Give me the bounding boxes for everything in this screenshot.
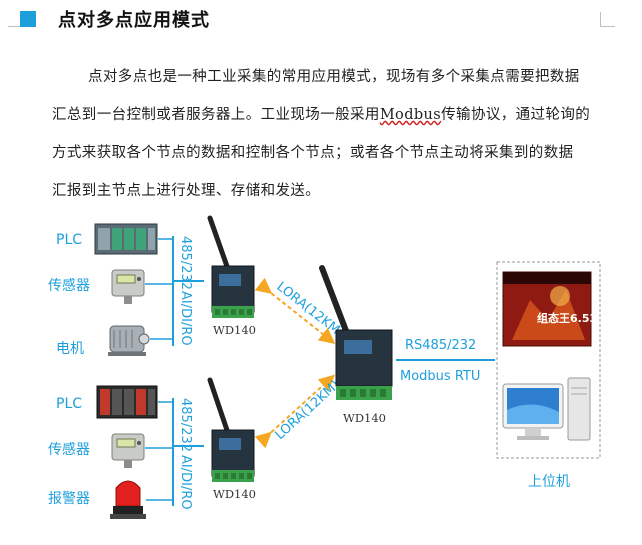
heading-bullet-square xyxy=(20,11,36,27)
bottom-wd140-module xyxy=(207,377,255,482)
top-bus-label-aidiro: AI/DI/RO xyxy=(178,291,193,346)
bottom-plc-icon xyxy=(96,385,158,419)
bottom-lora-link xyxy=(254,374,335,449)
top-motor-icon xyxy=(108,325,150,356)
paragraph-line-2: 汇总到一台控制或者服务器上。工业现场一般采用Modbus传输协议，通过轮询的 xyxy=(52,96,612,134)
top-device-label-sensor: 传感器 xyxy=(48,277,90,294)
top-module-label: WD140 xyxy=(213,323,256,337)
master-antenna-icon xyxy=(319,265,351,339)
section-title: 点对多点应用模式 xyxy=(58,10,210,31)
paragraph-line-3: 方式来获取各个节点的数据和控制各个节点；或者各个节点主动将采集到的数据 xyxy=(52,145,574,161)
alarm-light-icon xyxy=(110,480,146,519)
bottom-bus-label-485: 485/232 xyxy=(178,398,193,452)
bottom-device-label-plc: PLC xyxy=(56,396,82,412)
paragraph-line-2-start: 汇总到一台控制或者服务器上。工业现场一般采用 xyxy=(52,107,380,123)
bottom-device-label-sensor: 传感器 xyxy=(48,441,90,458)
top-antenna-icon xyxy=(207,215,232,275)
scada-screen-text: 组态王6.53 xyxy=(537,311,597,325)
bottom-module-label: WD140 xyxy=(213,487,256,501)
paragraph-line-1: 点对多点也是一种工业采集的常用应用模式，现场有多个采集点需要把数据 xyxy=(52,58,612,96)
scada-software-box-icon: 组态王6.53 xyxy=(502,271,597,347)
bottom-antenna-icon xyxy=(207,377,232,439)
bottom-sensor-icon xyxy=(111,433,145,468)
top-device-label-motor: 电机 xyxy=(56,341,84,357)
page-corner-mark-right xyxy=(600,12,615,27)
bottom-bus-label-aidiro: AI/DI/RO xyxy=(178,455,193,510)
master-module-label: WD140 xyxy=(343,411,386,425)
paragraph-line-2-end: 传输协议，通过轮询的 xyxy=(441,107,591,123)
host-label: 上位机 xyxy=(528,474,570,490)
top-sensor-icon xyxy=(111,269,145,304)
section-heading: 点对多点应用模式 xyxy=(20,6,210,32)
bottom-lora-label: LORA(12KM) xyxy=(273,378,343,443)
protocol-label-modbus-rtu: Modbus RTU xyxy=(400,369,480,384)
top-wd140-module xyxy=(207,215,255,318)
host-panel-border xyxy=(496,261,601,459)
protocol-label-rs485: RS485/232 xyxy=(405,338,476,353)
paragraph-line-4: 汇报到主节点上进行处理、存储和发送。 xyxy=(52,183,321,199)
master-wd140-module xyxy=(319,265,393,400)
body-paragraph: 点对多点也是一种工业采集的常用应用模式，现场有多个采集点需要把数据 汇总到一台控… xyxy=(52,58,612,210)
top-bus-label-485: 485/232 xyxy=(178,236,193,290)
top-device-label-plc: PLC xyxy=(56,232,82,248)
host-computer-icon xyxy=(502,377,591,441)
bottom-device-label-alarm: 报警器 xyxy=(48,491,90,507)
paragraph-line-1-text: 点对多点也是一种工业采集的常用应用模式，现场有多个采集点需要把数据 xyxy=(88,69,580,85)
modbus-word: Modbus xyxy=(379,107,442,123)
top-plc-icon xyxy=(94,223,158,255)
